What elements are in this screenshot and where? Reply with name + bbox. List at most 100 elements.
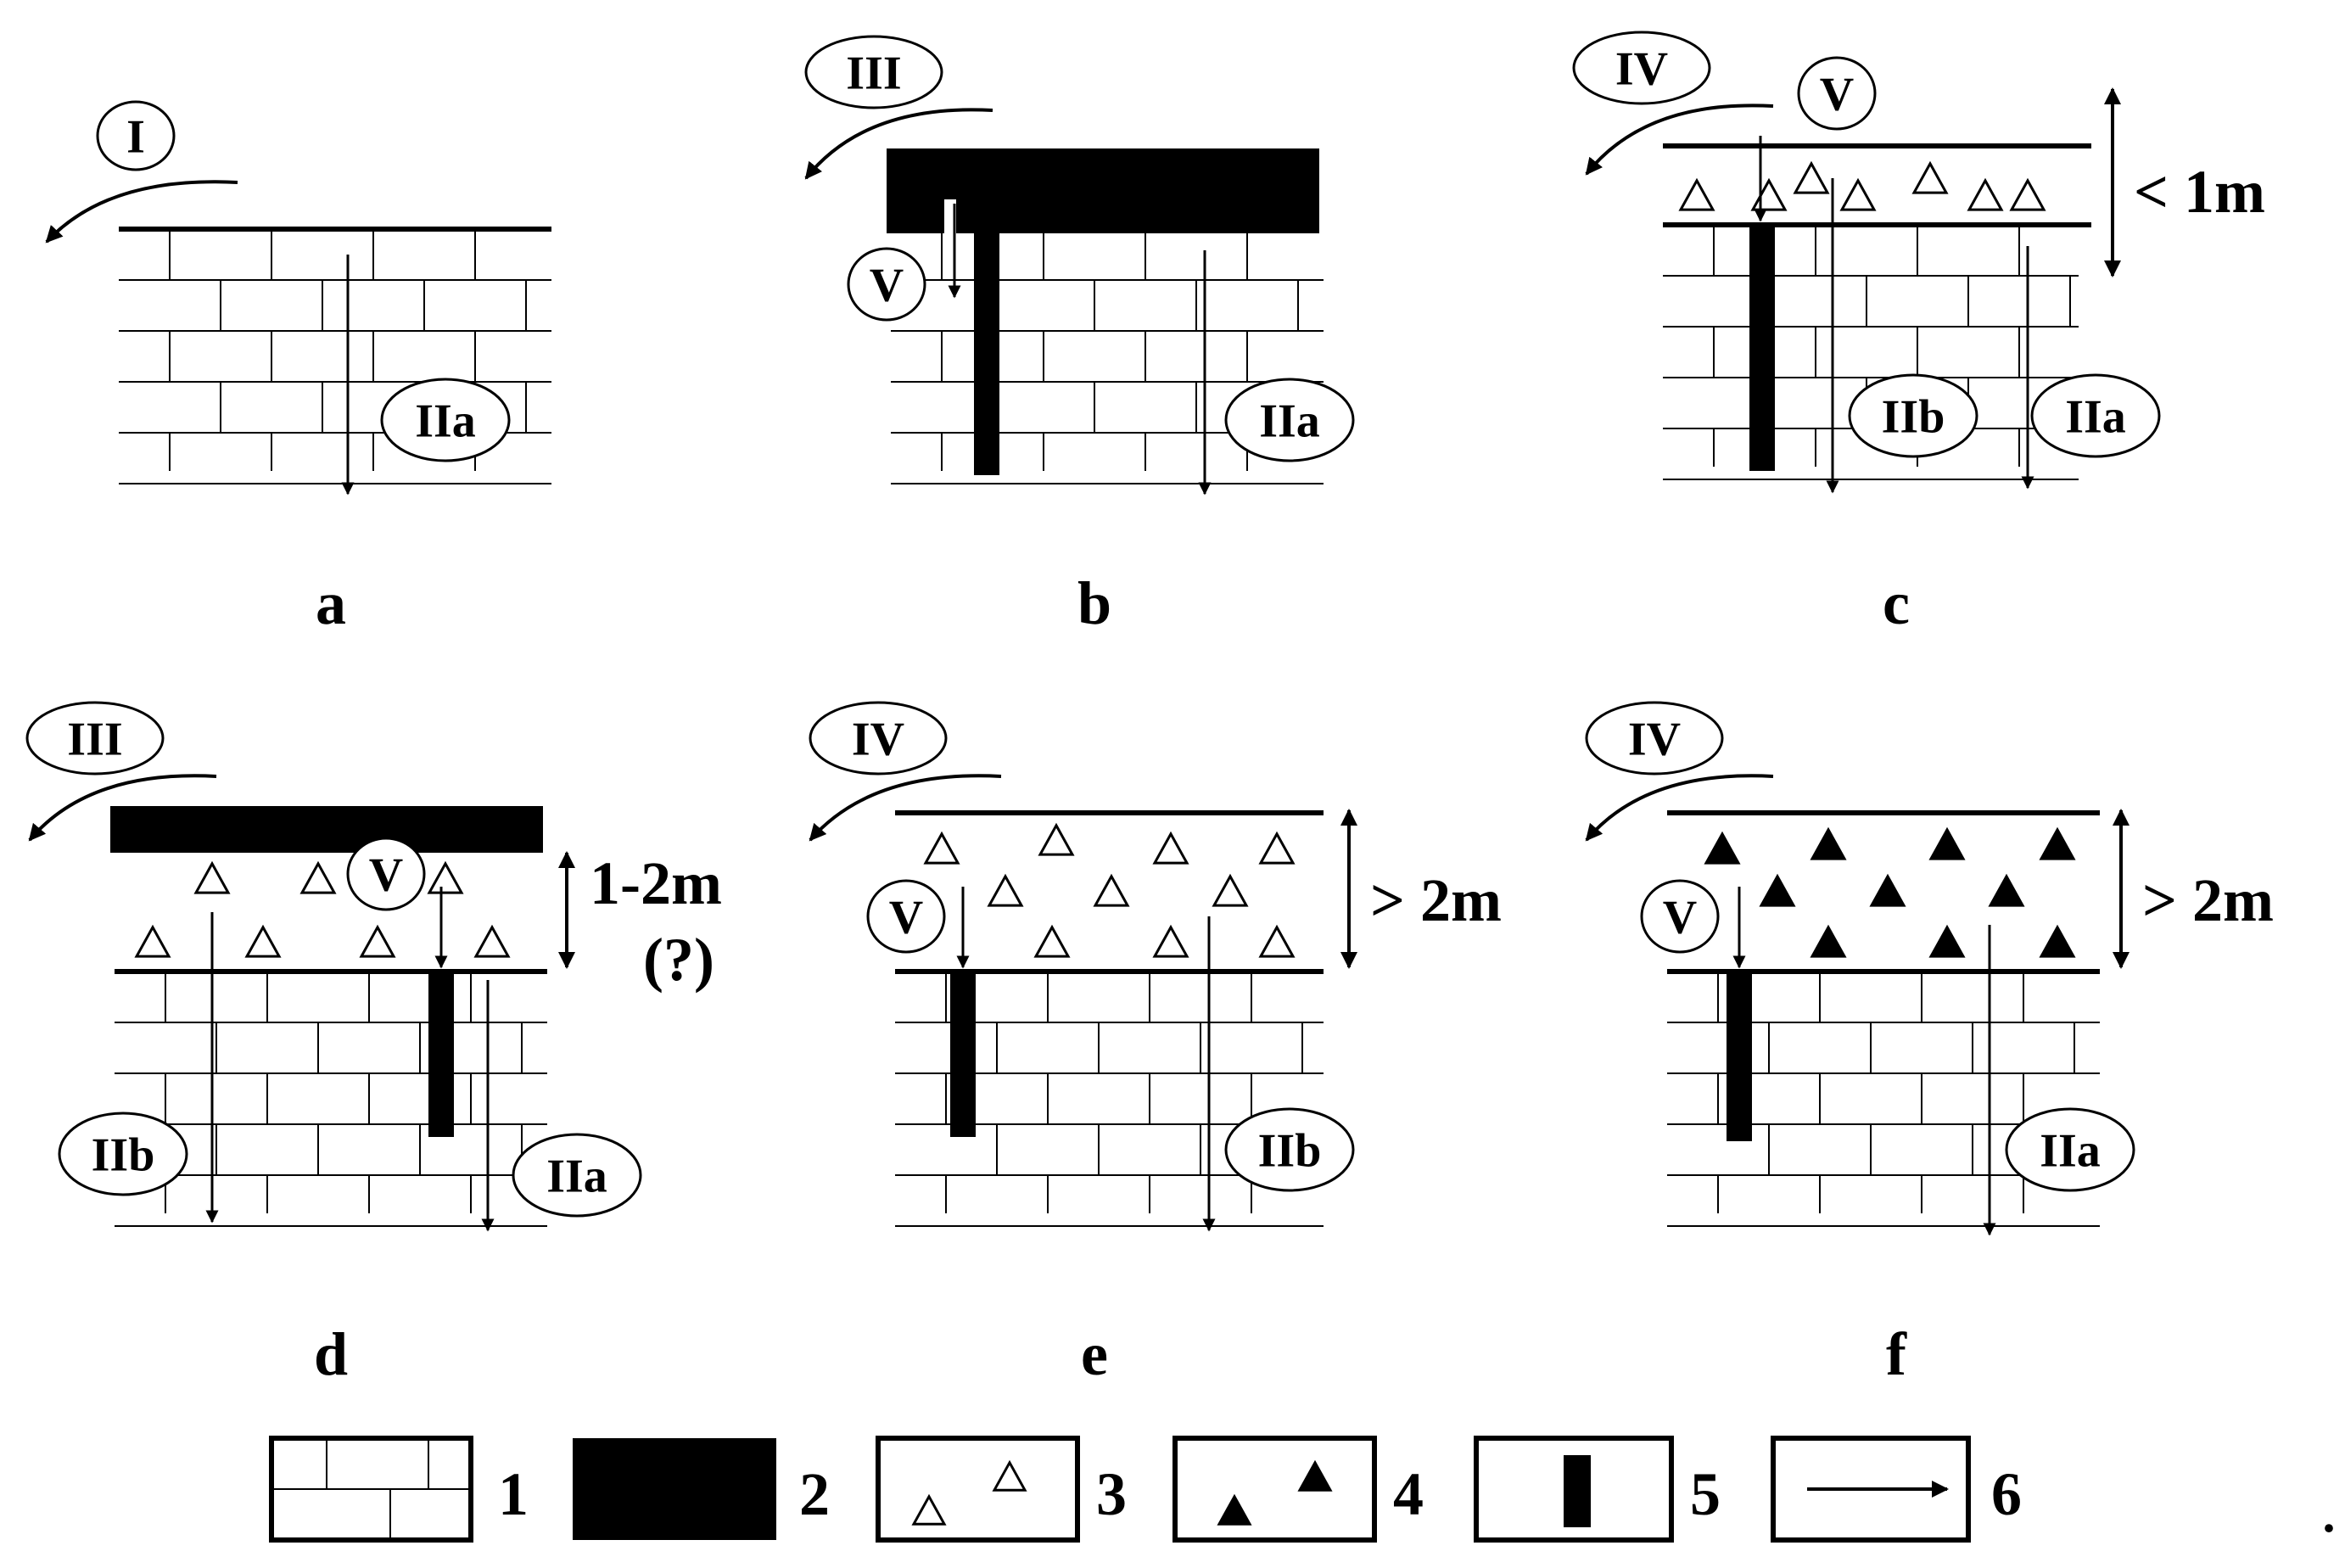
- process-arrow-III: [28, 774, 217, 842]
- open-triangle: [1258, 924, 1296, 958]
- label-IV: IV: [809, 701, 948, 776]
- label-IIa-text: IIa: [2065, 391, 2126, 444]
- panel-letter-e: e: [1081, 1320, 1108, 1388]
- label-V-oval: [346, 837, 426, 911]
- open-triangle: [1793, 160, 1830, 194]
- label-IIb-oval: [58, 1112, 188, 1196]
- label-III-oval: [25, 701, 165, 776]
- soil-layer-rect: [887, 148, 1319, 233]
- filled-triangle: [1810, 924, 1847, 958]
- vein-bar: [950, 972, 976, 1137]
- open-triangle: [1033, 924, 1071, 958]
- filled-triangle: [1869, 873, 1906, 907]
- label-I-oval: [96, 100, 176, 171]
- process-arrow-IV: [1585, 104, 1774, 176]
- vein-bar: [428, 972, 454, 1137]
- label-V: V: [866, 879, 946, 954]
- label-IIa-oval: [1224, 378, 1355, 462]
- label-IV-oval: [1572, 31, 1711, 105]
- trailing-mark: .: [2323, 1487, 2336, 1543]
- legend-frame: [876, 1436, 1080, 1543]
- label-V-oval: [847, 247, 926, 322]
- label-V: V: [847, 247, 926, 322]
- label-IIb-text: IIb: [92, 1129, 155, 1182]
- panel-letter-b: b: [1077, 569, 1111, 637]
- thickness-label-d: 1-2m: [590, 849, 722, 917]
- legend-box-3: [876, 1436, 1080, 1543]
- open-triangle: [299, 860, 337, 894]
- vein-bar: [1564, 1455, 1591, 1527]
- label-V-text: V: [1663, 892, 1697, 944]
- label-IIb: IIb: [58, 1112, 188, 1196]
- label-IIa: IIa: [2030, 373, 2161, 458]
- label-V-text: V: [1820, 69, 1854, 121]
- open-triangle: [2009, 177, 2046, 211]
- label-V-text: V: [870, 260, 904, 312]
- label-IV-text: IV: [852, 714, 904, 766]
- label-III-oval: [804, 35, 943, 109]
- filled-triangle: [1928, 826, 1966, 860]
- legend-label-5: 5: [1690, 1460, 1721, 1528]
- label-IIa-text: IIa: [546, 1151, 607, 1203]
- panel-e: > 2m IV V IIb e: [809, 701, 1502, 1388]
- label-III-text: III: [67, 714, 122, 766]
- open-triangle: [1212, 873, 1249, 907]
- filled-triangle: [1704, 831, 1741, 865]
- label-IIa-oval: [512, 1133, 642, 1218]
- filled-triangle: [1759, 873, 1796, 907]
- open-triangle: [911, 1493, 947, 1526]
- label-V-text: V: [369, 849, 403, 902]
- open-triangle: [1911, 160, 1949, 194]
- label-IIb-oval: [1848, 373, 1978, 458]
- label-III: III: [25, 701, 165, 776]
- label-V-oval: [1797, 56, 1877, 131]
- open-triangle: [992, 1459, 1027, 1492]
- process-arrow-III: [804, 108, 993, 180]
- label-IIb: IIb: [1848, 373, 1978, 458]
- legend-frame: [1172, 1436, 1377, 1543]
- open-triangle: [473, 924, 511, 958]
- label-I-text: I: [126, 111, 145, 164]
- legend-label-6: 6: [1991, 1460, 2022, 1528]
- filled-triangle: [1217, 1493, 1252, 1526]
- label-IIa: IIa: [1224, 378, 1355, 462]
- label-IIa-text: IIa: [2040, 1125, 2101, 1178]
- limestone-bricks: [115, 972, 547, 1227]
- label-IV: IV: [1572, 31, 1711, 105]
- label-IIa: IIa: [2005, 1107, 2135, 1192]
- filled-triangle: [1810, 826, 1847, 860]
- thickness-label-c: < 1m: [2134, 158, 2265, 226]
- open-triangle: [1152, 924, 1189, 958]
- label-V-text: V: [889, 892, 923, 944]
- vein-bar: [1749, 225, 1775, 471]
- label-I: I: [96, 100, 176, 171]
- vein-bar: [974, 229, 999, 475]
- label-IIb-oval: [1224, 1107, 1355, 1192]
- open-triangle: [244, 924, 282, 958]
- label-V-oval: [1640, 879, 1720, 954]
- open-triangle: [923, 831, 960, 865]
- label-IIb: IIb: [1224, 1107, 1355, 1192]
- panel-letter-f: f: [1886, 1320, 1907, 1388]
- label-IIb-text: IIb: [1882, 391, 1945, 444]
- thickness-label-f: > 2m: [2142, 866, 2274, 934]
- filled-triangle: [1297, 1459, 1333, 1492]
- open-triangle: [1093, 873, 1130, 907]
- label-V: V: [1640, 879, 1720, 954]
- thickness-label-e: > 2m: [1370, 866, 1502, 934]
- label-IV-oval: [809, 701, 948, 776]
- label-IV-text: IV: [1615, 43, 1668, 96]
- thickness-note-d: (?): [643, 926, 714, 994]
- open-triangle: [987, 873, 1024, 907]
- label-IIa-text: IIa: [415, 395, 476, 448]
- filled-triangle: [1928, 924, 1966, 958]
- open-triangle: [1152, 831, 1189, 865]
- legend-label-1: 1: [498, 1460, 529, 1528]
- process-arrow-I: [45, 180, 238, 244]
- open-triangle: [1750, 177, 1788, 211]
